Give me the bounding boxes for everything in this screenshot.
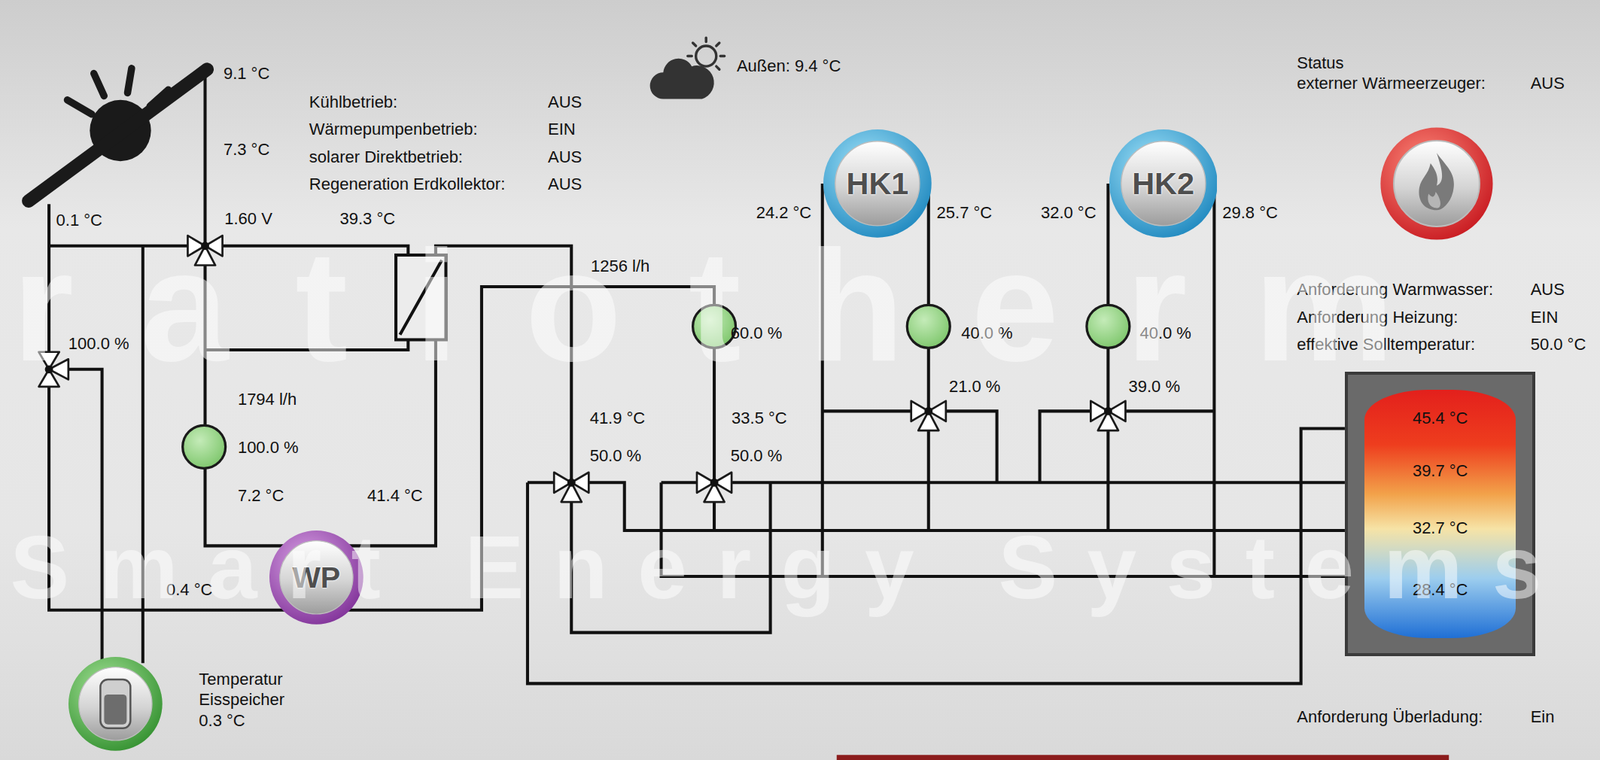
- value-label: 29.8 °C: [1222, 203, 1278, 223]
- value-label: AUS: [547, 174, 582, 195]
- value-label: AUS: [547, 91, 582, 112]
- value-label: EIN: [1530, 307, 1559, 327]
- value-label: 50.0 %: [730, 446, 783, 466]
- weather-icon: [650, 37, 725, 99]
- circle-label: HK2: [1109, 166, 1218, 202]
- value-label: 41.4 °C: [367, 486, 423, 506]
- watermark-text: Smart Energy Systems: [10, 523, 1572, 612]
- value-label: AUS: [1530, 279, 1565, 300]
- value-label: Ein: [1530, 707, 1555, 727]
- value-label: EIN: [547, 119, 576, 140]
- value-label: 100.0 %: [237, 438, 299, 458]
- value-label: AUS: [1530, 73, 1565, 94]
- value-label: Anforderung Überladung:: [1296, 707, 1483, 727]
- value-label: 39.3 °C: [339, 209, 396, 229]
- value-label: 9.1 °C: [223, 63, 270, 83]
- value-label: Kühlbetrieb:: [309, 91, 398, 112]
- value-label: 41.9 °C: [590, 408, 646, 429]
- heating-circuit-circle: HK2: [1109, 129, 1218, 238]
- value-label: 50.0 %: [590, 446, 642, 466]
- circle-label: HK1: [823, 166, 932, 202]
- value-label: Außen: 9.4 °C: [736, 56, 841, 77]
- value-label: Status: [1296, 53, 1344, 74]
- value-label: AUS: [547, 147, 582, 168]
- value-label: 33.5 °C: [731, 408, 788, 429]
- circle-outline: [68, 657, 163, 752]
- external-heater-icon: [1380, 127, 1493, 240]
- value-label: 25.7 °C: [936, 203, 993, 223]
- value-label: solarer Direktbetrieb:: [309, 147, 463, 168]
- storage-temperature: 0.3 °C: [198, 710, 245, 732]
- value-label: 1.60 V: [224, 209, 273, 229]
- solar-collector: [28, 68, 207, 201]
- value-label: 24.2 °C: [756, 203, 813, 223]
- value-label: 50.0 °C: [1530, 334, 1587, 355]
- value-label: Regeneration Erdkollektor:: [309, 174, 505, 195]
- heating-circuit-circle: HK1: [823, 129, 932, 238]
- value-label: Wärmepumpenbetrieb:: [309, 119, 478, 140]
- tank-temperature: 39.7 °C: [1347, 461, 1534, 481]
- watermark-text: ratiotherm: [12, 227, 1461, 386]
- tank-temperature: 45.4 °C: [1347, 408, 1534, 429]
- value-label: 1794 l/h: [237, 389, 297, 410]
- value-label: 7.2 °C: [237, 486, 284, 506]
- ice-storage-circle: Temperatur Eisspeicher0.3 °C: [68, 657, 302, 752]
- value-label: 32.0 °C: [1040, 203, 1097, 223]
- storage-heading: Temperatur Eisspeicher: [198, 669, 299, 711]
- value-label: externer Wärmeerzeuger:: [1296, 73, 1486, 94]
- buffer-tank: 45.4 °C39.7 °C32.7 °C28.4 °C: [1344, 371, 1537, 657]
- status-bar: [836, 754, 1449, 760]
- value-label: 7.3 °C: [223, 139, 270, 160]
